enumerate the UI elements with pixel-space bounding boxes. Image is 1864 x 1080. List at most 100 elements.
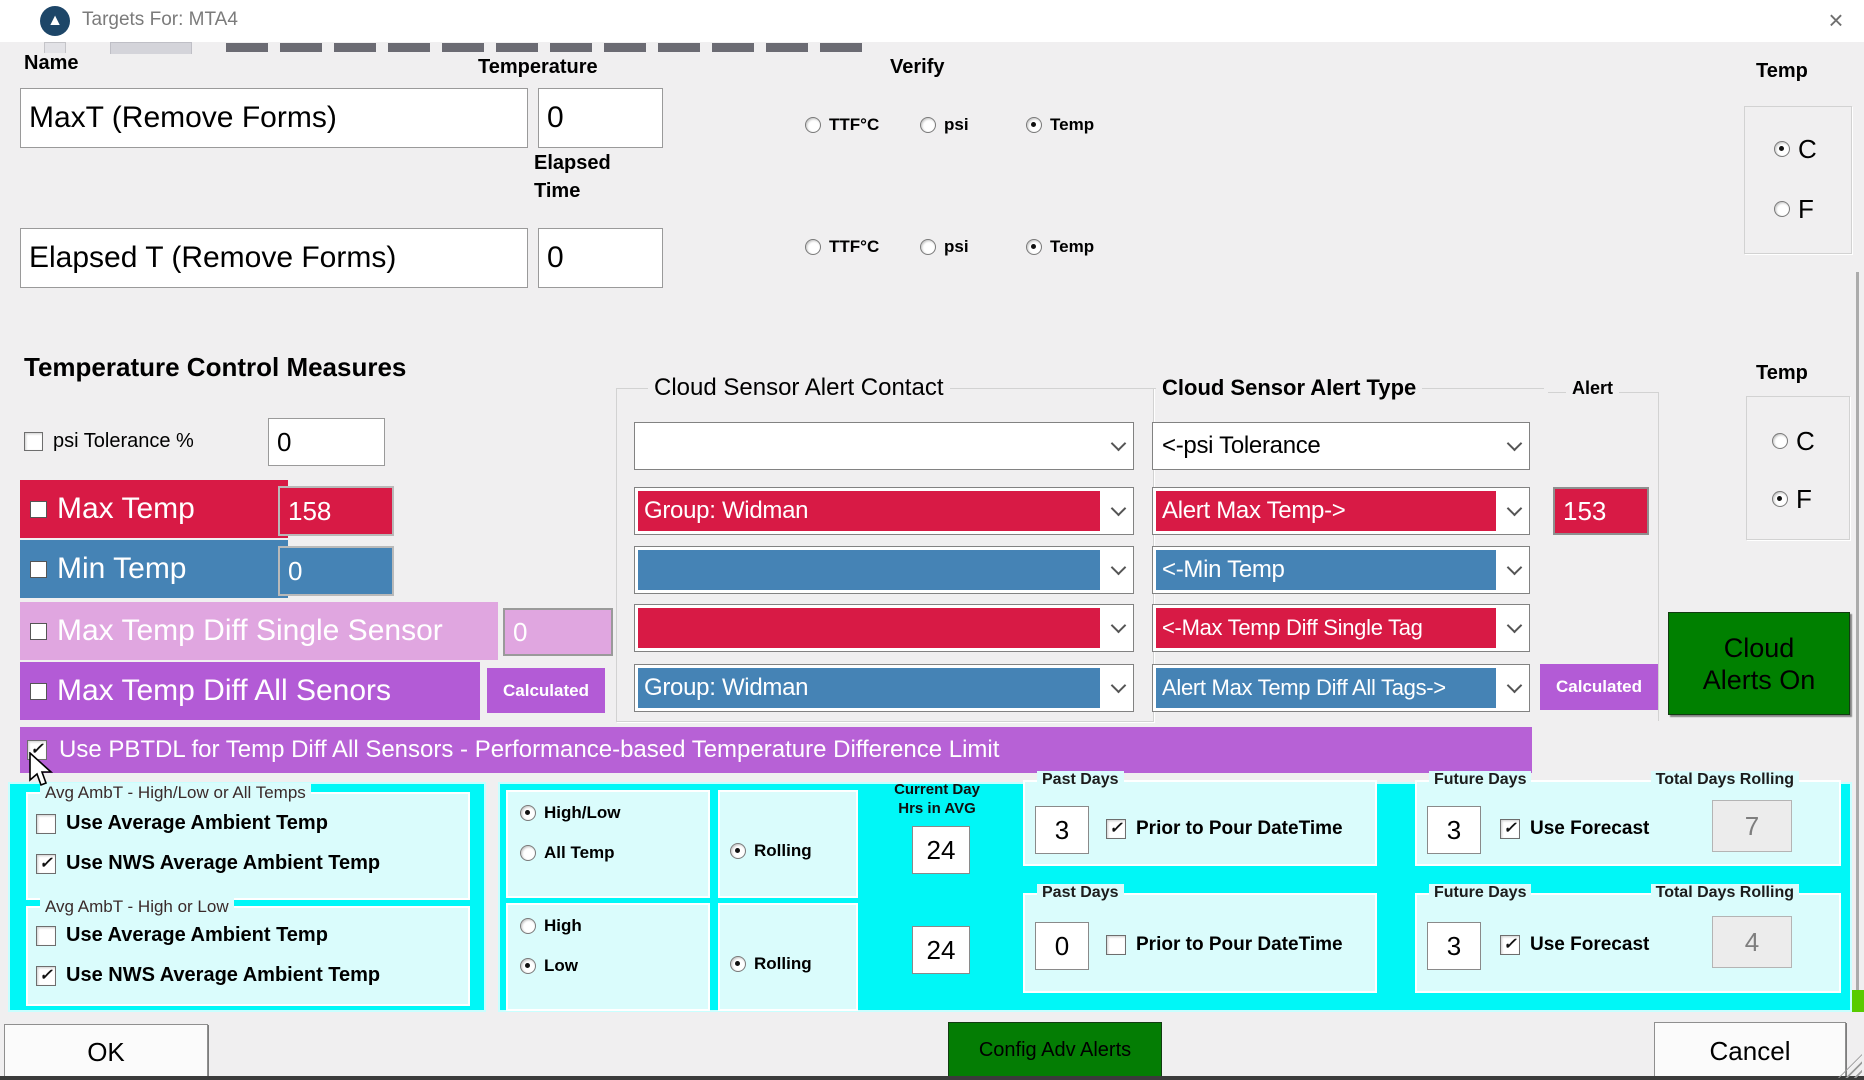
hrs-in-avg-input-1[interactable] [912,826,970,874]
use-avg-ambient-checkbox-1[interactable]: Use Average Ambient Temp [36,812,328,835]
past-days-input-2[interactable] [1035,922,1089,970]
chevron-down-icon[interactable] [1103,423,1133,469]
radio-icon[interactable] [520,805,536,821]
config-adv-alerts-button[interactable]: Config Adv Alerts [948,1022,1162,1078]
radio-icon[interactable] [920,117,936,133]
radio-icon[interactable] [1772,433,1788,449]
radio-icon[interactable] [1026,117,1042,133]
checkbox-icon[interactable] [36,965,56,986]
ok-button[interactable]: OK [4,1024,208,1080]
chevron-down-icon[interactable] [1499,665,1529,711]
verify2-psi-radio[interactable]: psi [920,234,969,260]
max-temp-input[interactable] [278,486,394,536]
max-temp-diff-single-bar[interactable]: Max Temp Diff Single Sensor [20,602,498,660]
type-dropdown-3[interactable]: <-Max Temp Diff Single Tag [1152,604,1530,652]
chevron-down-icon[interactable] [1103,547,1133,593]
contact-dropdown-2[interactable] [634,546,1134,594]
type-dropdown-1[interactable]: Alert Max Temp-> [1152,487,1530,535]
chevron-down-icon[interactable] [1103,488,1133,534]
radio-icon[interactable] [520,845,536,861]
pbtdl-banner[interactable]: Use PBTDL for Temp Diff All Sensors - Pe… [20,727,1532,773]
use-nws-ambient-checkbox-1[interactable]: Use NWS Average Ambient Temp [36,852,380,875]
radio-icon[interactable] [730,956,746,972]
hrs-in-avg-input-2[interactable] [912,926,970,974]
checkbox-icon[interactable] [1500,818,1520,839]
verify1-psi-radio[interactable]: psi [920,112,969,138]
type-dropdown-2[interactable]: <-Min Temp [1152,546,1530,594]
max-temp-bar[interactable]: Max Temp [20,480,288,538]
temp-f-radio-top[interactable]: F [1774,194,1814,224]
target-temperature-input-2[interactable] [538,228,663,288]
checkbox-icon[interactable] [30,622,47,640]
min-temp-input[interactable] [278,546,394,596]
highlow-radio-1[interactable]: High/Low [520,800,620,826]
alert-max-temp-input[interactable] [1553,487,1649,535]
cloud-alerts-on-button[interactable]: Cloud Alerts On [1668,612,1850,715]
radio-icon[interactable] [520,958,536,974]
verify2-temp-radio[interactable]: Temp [1026,234,1094,260]
chevron-down-icon[interactable] [1103,665,1133,711]
max-temp-diff-all-bar[interactable]: Max Temp Diff All Senors [20,662,480,720]
target-name-input-1[interactable] [20,88,528,148]
use-nws-ambient-checkbox-2[interactable]: Use NWS Average Ambient Temp [36,964,380,987]
radio-icon[interactable] [730,843,746,859]
radio-icon[interactable] [920,239,936,255]
chevron-down-icon[interactable] [1499,605,1529,651]
checkbox-icon[interactable] [1106,818,1126,839]
scrollbar-track[interactable] [1856,272,1859,1012]
target-temperature-input-1[interactable] [538,88,663,148]
close-icon[interactable]: × [1828,4,1844,35]
radio-icon[interactable] [1774,141,1790,157]
prior-to-pour-checkbox-1[interactable]: Prior to Pour DateTime [1106,818,1343,840]
future-days-input-1[interactable] [1427,806,1481,854]
chevron-down-icon[interactable] [1103,605,1133,651]
high-radio-2[interactable]: High [520,913,582,939]
chevron-down-icon[interactable] [1499,488,1529,534]
use-forecast-checkbox-1[interactable]: Use Forecast [1500,818,1649,840]
contact-dropdown-3[interactable] [634,604,1134,652]
chevron-down-icon[interactable] [1499,547,1529,593]
contact-dropdown-1[interactable]: Group: Widman [634,487,1134,535]
future-days-input-2[interactable] [1427,922,1481,970]
checkbox-icon[interactable] [30,682,47,700]
radio-icon[interactable] [1772,491,1788,507]
radio-icon[interactable] [1774,201,1790,217]
cancel-button[interactable]: Cancel [1654,1022,1846,1080]
temp-c-radio-top[interactable]: C [1774,134,1817,164]
psi-tolerance-input[interactable] [268,418,385,466]
chevron-down-icon[interactable] [1499,423,1529,469]
checkbox-icon[interactable] [36,925,56,946]
checkbox-icon[interactable] [24,432,43,451]
contact-dropdown-4[interactable]: Group: Widman [634,664,1134,712]
checkbox-icon[interactable] [30,500,47,518]
temp-f-radio-mid[interactable]: F [1772,484,1812,514]
rolling-radio-2[interactable]: Rolling [730,951,812,977]
radio-icon[interactable] [805,239,821,255]
checkbox-icon[interactable] [30,560,47,578]
contact-dropdown-0[interactable] [634,422,1134,470]
radio-icon[interactable] [1026,239,1042,255]
type-dropdown-4[interactable]: Alert Max Temp Diff All Tags-> [1152,664,1530,712]
rolling-radio-1[interactable]: Rolling [730,838,812,864]
prior-to-pour-checkbox-2[interactable]: Prior to Pour DateTime [1106,934,1343,956]
checkbox-icon[interactable] [1500,934,1520,955]
low-radio-2[interactable]: Low [520,953,578,979]
use-forecast-checkbox-2[interactable]: Use Forecast [1500,934,1649,956]
checkbox-icon[interactable] [36,853,56,874]
verify1-ttfc-radio[interactable]: TTF°C [805,112,879,138]
temp-c-radio-mid[interactable]: C [1772,426,1815,456]
verify1-temp-radio[interactable]: Temp [1026,112,1094,138]
checkbox-icon[interactable] [36,813,56,834]
past-days-input-1[interactable] [1035,806,1089,854]
psi-tolerance-checkbox[interactable]: psi Tolerance % [24,430,194,453]
radio-icon[interactable] [520,918,536,934]
max-temp-diff-single-input[interactable] [503,608,613,656]
type-dropdown-0[interactable]: <-psi Tolerance [1152,422,1530,470]
use-avg-ambient-checkbox-2[interactable]: Use Average Ambient Temp [36,924,328,947]
min-temp-bar[interactable]: Min Temp [20,540,288,598]
verify2-ttfc-radio[interactable]: TTF°C [805,234,879,260]
radio-icon[interactable] [805,117,821,133]
target-name-input-2[interactable] [20,228,528,288]
checkbox-icon[interactable] [1106,935,1126,955]
alltemp-radio-1[interactable]: All Temp [520,840,615,866]
